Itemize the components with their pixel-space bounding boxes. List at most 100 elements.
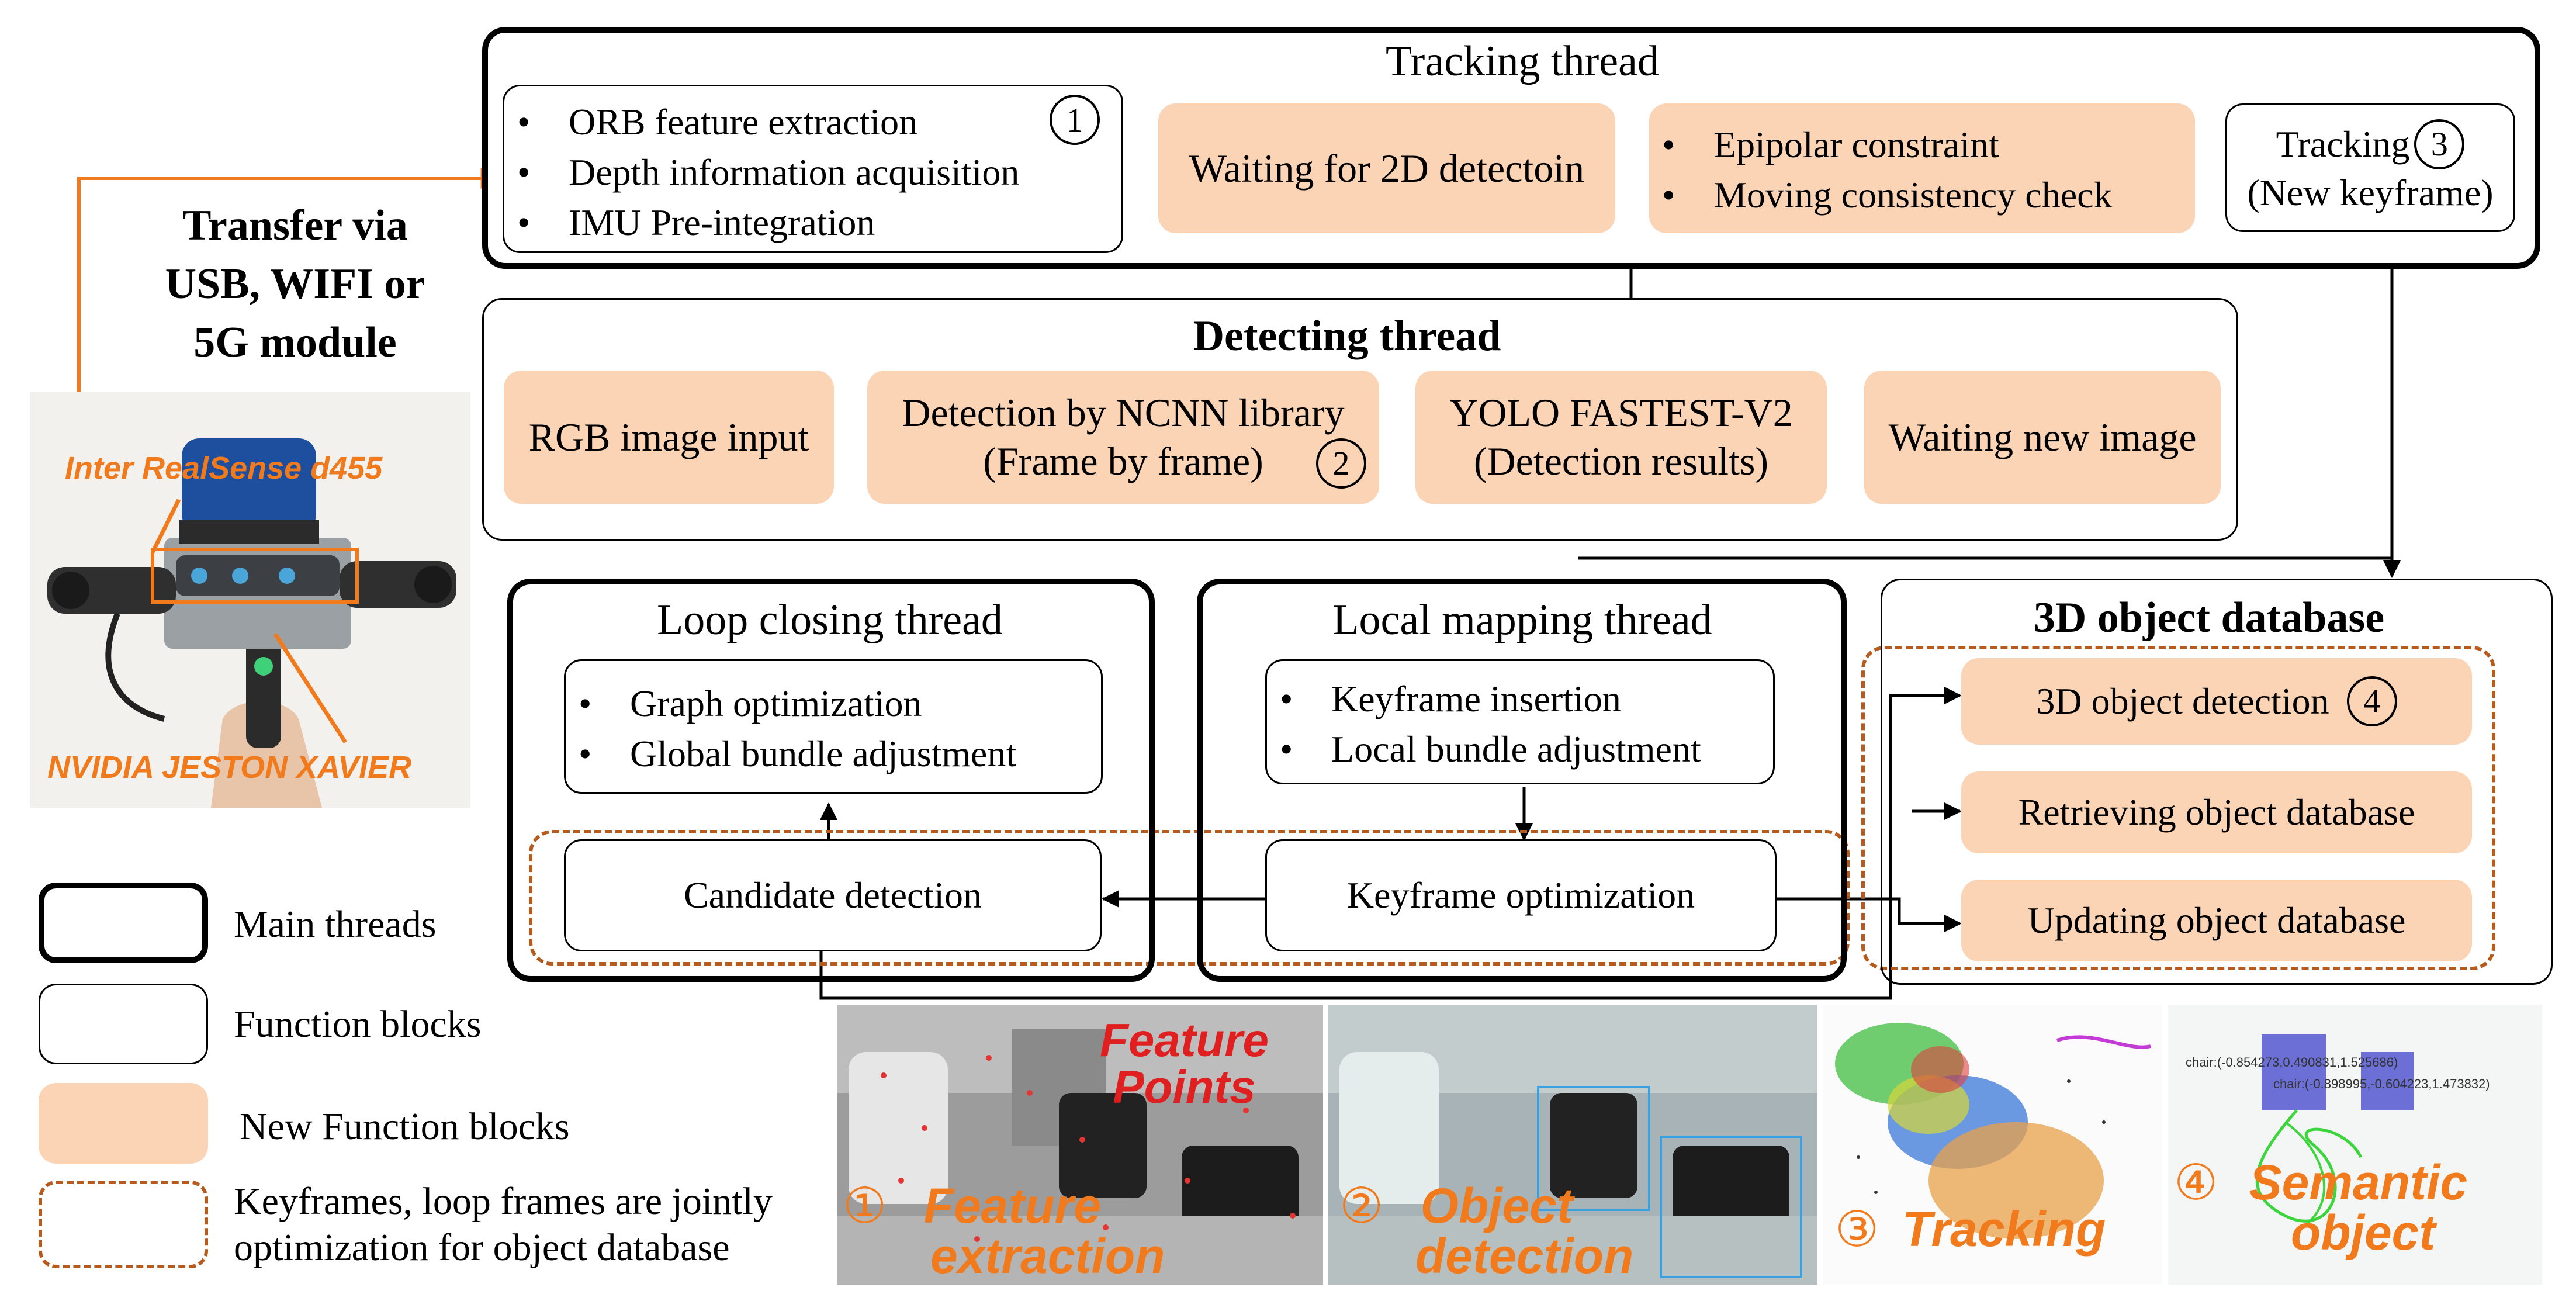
updating-database-block: Updating object database xyxy=(1961,880,2472,961)
realsense-label: Inter RealSense d455 xyxy=(65,451,383,486)
local-items-block: Keyframe insertion Local bundle adjustme… xyxy=(1265,659,1775,784)
object-detection-image: ② Object detection xyxy=(1328,1005,1817,1285)
object-word-4: object xyxy=(2291,1205,2436,1260)
semantic-word: Semantic xyxy=(2249,1155,2468,1210)
object-detection-caption-line-1: ② Object xyxy=(1339,1181,1633,1231)
semantic-object-image: chair:(-0.854273,0.490831,1.525686) chai… xyxy=(2168,1005,2542,1285)
waiting-2d-detection-label: Waiting for 2D detectoin xyxy=(1189,146,1585,191)
detecting-thread-title: Detecting thread xyxy=(1193,312,1501,360)
updating-database-label: Updating object database xyxy=(2027,899,2406,941)
tracking-image: ③ Tracking xyxy=(1823,1005,2162,1285)
transfer-line-2: USB, WIFI or xyxy=(165,260,425,308)
global-ba-item: Global bundle adjustment xyxy=(566,729,1101,779)
yolo-block: YOLO FASTEST-V2 (Detection results) xyxy=(1415,371,1827,504)
transfer-text: Transfer via USB, WIFI or 5G module xyxy=(131,196,459,372)
candidate-detection-block: Candidate detection xyxy=(564,839,1102,951)
legend: Main threads Function blocks New Functio… xyxy=(35,881,842,1279)
tracking-new-keyframe-block: Tracking 3 (New keyframe) xyxy=(2225,103,2515,232)
new-keyframe-label: (New keyframe) xyxy=(2247,172,2494,213)
chair-label-1: chair:(-0.854273,0.490831,1.525686) xyxy=(2186,1055,2398,1070)
orb-feature-box: ORB feature extraction Depth information… xyxy=(503,85,1123,253)
legend-main-swatch xyxy=(39,883,208,963)
ncnn-line-1: Detection by NCNN library xyxy=(902,390,1345,435)
semantic-object-caption-line-1: ④ Semantic xyxy=(2174,1157,2467,1207)
chair-label-2: chair:(-0.898995,-0.604223,1.473832) xyxy=(2273,1077,2490,1091)
legend-func-label: Function blocks xyxy=(234,1003,482,1046)
depth-item: Depth information acquisition xyxy=(504,147,1121,198)
local-mapping-title: Local mapping thread xyxy=(1332,596,1712,644)
legend-new-swatch xyxy=(39,1083,208,1164)
joint-optimization-region-right xyxy=(1861,646,2495,970)
transfer-line-3: 5G module xyxy=(193,319,397,366)
tracking-label: Tracking xyxy=(2276,123,2410,165)
semantic-scene xyxy=(2168,1005,2542,1285)
arrow-candidate-to-objdb xyxy=(819,687,1962,1000)
waiting-new-image-block: Waiting new image xyxy=(1864,371,2221,504)
tracking-word: Tracking xyxy=(1902,1202,2106,1257)
legend-new-label: New Function blocks xyxy=(240,1105,570,1148)
detection-scene xyxy=(1328,1005,1817,1285)
object-detection-caption: ② Object detection xyxy=(1339,1181,1633,1281)
imu-item: IMU Pre-integration xyxy=(504,198,1121,248)
joint-optimization-region-left xyxy=(529,830,1850,966)
keyframe-optimization-label: Keyframe optimization xyxy=(1346,874,1695,916)
feature-extraction-caption-line-1: ① Feature xyxy=(843,1181,1165,1231)
feature-points-line-2: Points xyxy=(1113,1061,1256,1113)
circled-1: ① xyxy=(843,1178,887,1233)
circled-3: ③ xyxy=(1835,1202,1879,1257)
step-1-badge: 1 xyxy=(1050,95,1100,145)
detection-word: detection xyxy=(1415,1229,1634,1283)
3d-object-detection-row: 3D object detection 4 xyxy=(2036,676,2397,726)
tracking-line: Tracking 3 xyxy=(2276,119,2465,169)
feature-extraction-caption: ① Feature extraction xyxy=(843,1181,1165,1281)
keyframe-insertion-item: Keyframe insertion xyxy=(1267,674,1773,724)
epipolar-block: Epipolar constraint Moving consistency c… xyxy=(1649,103,2195,233)
loop-closing-thread xyxy=(507,579,1155,982)
legend-dash-line-1: Keyframes, loop frames are jointly xyxy=(234,1180,773,1223)
loop-closing-title: Loop closing thread xyxy=(657,596,1003,644)
legend-main-label: Main threads xyxy=(234,903,437,946)
graph-optimization-item: Graph optimization xyxy=(566,679,1101,729)
retrieving-database-block: Retrieving object database xyxy=(1961,771,2472,853)
object-database-title: 3D object database xyxy=(2033,594,2385,642)
point-cloud xyxy=(1823,1005,2162,1285)
semantic-object-caption: ④ Semantic object xyxy=(2174,1157,2467,1258)
feature-extraction-image: Feature Points ① Feature extraction xyxy=(837,1005,1323,1285)
step-4-badge: 4 xyxy=(2346,676,2397,726)
arrow-transfer-orange xyxy=(77,168,502,397)
circled-4: ④ xyxy=(2174,1155,2218,1210)
rgb-input-block: RGB image input xyxy=(504,371,834,504)
arrow-optim-to-update xyxy=(1777,897,1962,932)
feature-points-text: Feature Points xyxy=(1100,1017,1269,1110)
tracking-caption: ③ Tracking xyxy=(1835,1204,2106,1254)
waiting-2d-detection-block: Waiting for 2D detectoin xyxy=(1158,103,1615,233)
ncnn-detection-block: Detection by NCNN library (Frame by fram… xyxy=(867,371,1379,504)
object-database-panel xyxy=(1881,579,2553,985)
jetson-label: NVIDIA JESTON XAVIER xyxy=(47,750,412,785)
extraction-word: extraction xyxy=(930,1229,1165,1283)
legend-func-swatch xyxy=(39,984,208,1064)
circled-2: ② xyxy=(1339,1178,1384,1233)
waiting-new-image-label: Waiting new image xyxy=(1888,414,2197,459)
rgb-input-label: RGB image input xyxy=(528,414,809,459)
device-photo: Inter RealSense d455 NVIDIA JESTON XAVIE… xyxy=(30,392,470,808)
retrieving-database-label: Retrieving object database xyxy=(2018,791,2415,833)
candidate-detection-label: Candidate detection xyxy=(683,874,982,916)
legend-dash-line-2: optimization for object database xyxy=(234,1226,730,1269)
feature-points-line-1: Feature xyxy=(1100,1014,1269,1066)
local-ba-item: Local bundle adjustment xyxy=(1267,724,1773,774)
feature-scene xyxy=(837,1005,1323,1285)
orb-item: ORB feature extraction xyxy=(504,97,1121,147)
device-illustration xyxy=(30,392,470,808)
step-3-badge: 3 xyxy=(2414,119,2465,169)
object-word: Object xyxy=(1420,1178,1574,1233)
feature-word: Feature xyxy=(923,1178,1102,1233)
yolo-line-2: (Detection results) xyxy=(1473,439,1769,483)
ncnn-line-2: (Frame by frame) xyxy=(983,439,1263,483)
3d-object-detection-label: 3D object detection xyxy=(2036,680,2329,722)
moving-consistency-item: Moving consistency check xyxy=(1649,170,2195,220)
transfer-line-1: Transfer via xyxy=(182,202,408,250)
yolo-line-1: YOLO FASTEST-V2 xyxy=(1449,390,1793,435)
keyframe-optimization-block: Keyframe optimization xyxy=(1265,839,1777,951)
